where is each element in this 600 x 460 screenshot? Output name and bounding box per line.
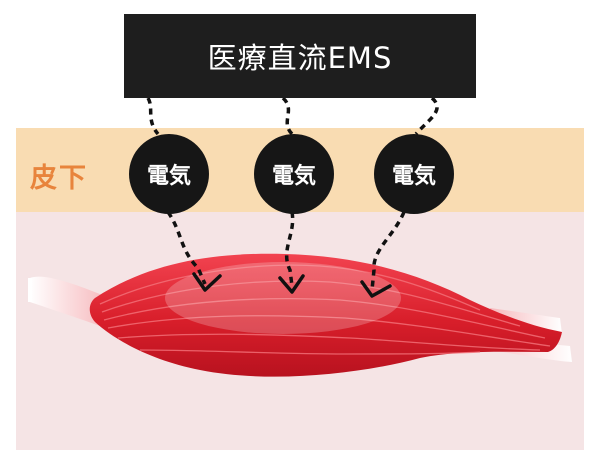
ems-device-box: 医療直流EMS: [124, 14, 476, 98]
muscle: [28, 253, 572, 377]
electrode-1-label: 電気: [146, 164, 191, 189]
electrode-3-label: 電気: [391, 164, 436, 189]
electrode-1: 電気: [129, 134, 209, 214]
ems-device-label: 医療直流EMS: [207, 41, 393, 75]
contracted-area: [165, 262, 401, 334]
wires-device-to-electrodes: [146, 96, 439, 136]
muscle-belly: [89, 253, 562, 377]
electrode-3: 電気: [374, 134, 454, 214]
muscle-tendon-left: [30, 276, 110, 326]
subcutaneous-label: 皮下: [30, 163, 88, 194]
electrode-2: 電気: [254, 134, 334, 214]
current-paths: [166, 210, 406, 291]
current-arrowheads: [192, 272, 392, 298]
electrode-2-label: 電気: [271, 164, 316, 189]
